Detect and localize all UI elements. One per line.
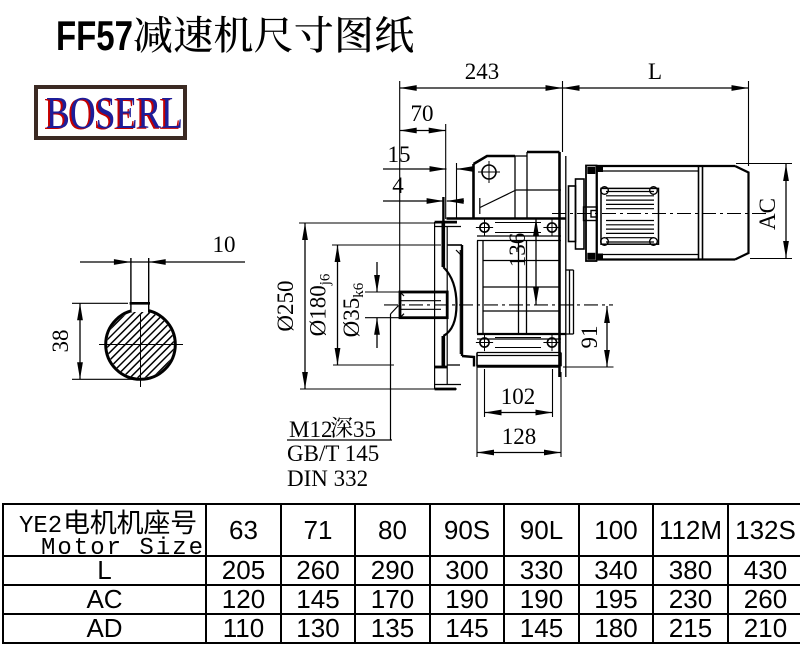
svg-text:Ø35k6: Ø35k6 [339,282,367,337]
svg-text:Motor Size: Motor Size [41,535,205,555]
svg-text:Ø180j6: Ø180j6 [306,273,334,336]
svg-text:102: 102 [501,384,536,409]
svg-text:M12: M12 [289,417,332,442]
svg-text:YE2: YE2 [19,513,62,540]
svg-text:128: 128 [502,424,537,449]
svg-text:GB/T 145: GB/T 145 [287,441,379,466]
svg-text:243: 243 [465,59,500,84]
svg-text:136: 136 [505,233,530,268]
svg-text:10: 10 [213,232,236,257]
svg-text:BOSERL: BOSERL [44,89,181,135]
svg-text:AC: AC [755,198,780,230]
svg-text:35: 35 [353,417,376,442]
svg-text:Ø250: Ø250 [273,280,298,331]
svg-text:15: 15 [388,142,411,167]
svg-text:38: 38 [48,330,73,353]
svg-text:DIN 332: DIN 332 [287,466,368,491]
svg-text:70: 70 [411,101,434,126]
svg-text:FF57: FF57 [56,12,133,59]
svg-text:91: 91 [577,326,602,349]
svg-text:4: 4 [392,173,404,198]
svg-text:BOSERL: BOSERL [46,89,182,135]
svg-text:L: L [648,59,662,84]
